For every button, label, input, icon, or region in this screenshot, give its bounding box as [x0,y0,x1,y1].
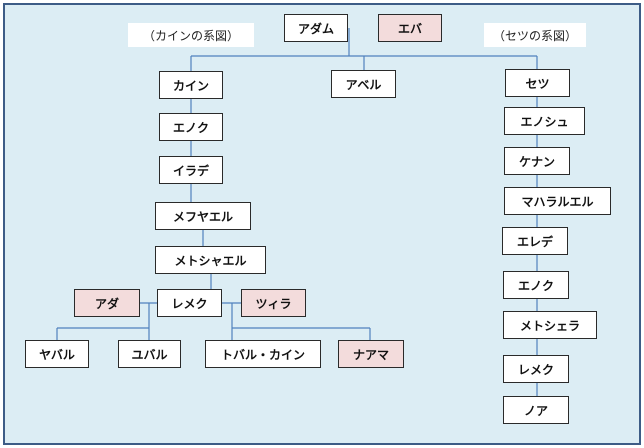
person-enoch-cain: エノク [159,113,223,141]
person-mahalalel: マハラルエル [504,187,611,215]
person-seth: セツ [505,69,570,97]
person-naamah: ナアマ [338,340,404,368]
seth-line-caption: （セツの系図） [484,23,586,47]
person-mehujael: メフヤエル [155,202,251,230]
person-jabal: ヤバル [25,340,89,368]
person-jubal: ユバル [118,340,181,368]
person-enoch-seth: エノク [503,271,569,299]
person-jared: エレデ [502,227,568,255]
person-abel: アベル [331,70,396,98]
person-lamech-cain: レメク [157,289,222,317]
cain-line-caption: （カインの系図） [128,23,254,47]
person-zillah: ツィラ [241,289,306,317]
person-noah: ノア [503,396,569,424]
person-adam: アダム [284,14,348,42]
person-cain: カイン [159,71,223,99]
person-kenan: ケナン [504,147,570,175]
person-methushael: メトシャエル [155,246,266,274]
person-irad: イラデ [159,156,223,184]
person-adah: アダ [74,289,140,317]
person-methuselah: メトシェラ [503,311,597,339]
person-enosh: エノシュ [504,107,585,135]
person-eve: エバ [378,14,442,42]
person-lamech-seth: レメク [503,355,569,383]
person-tubal-cain: トバル・カイン [205,340,321,368]
